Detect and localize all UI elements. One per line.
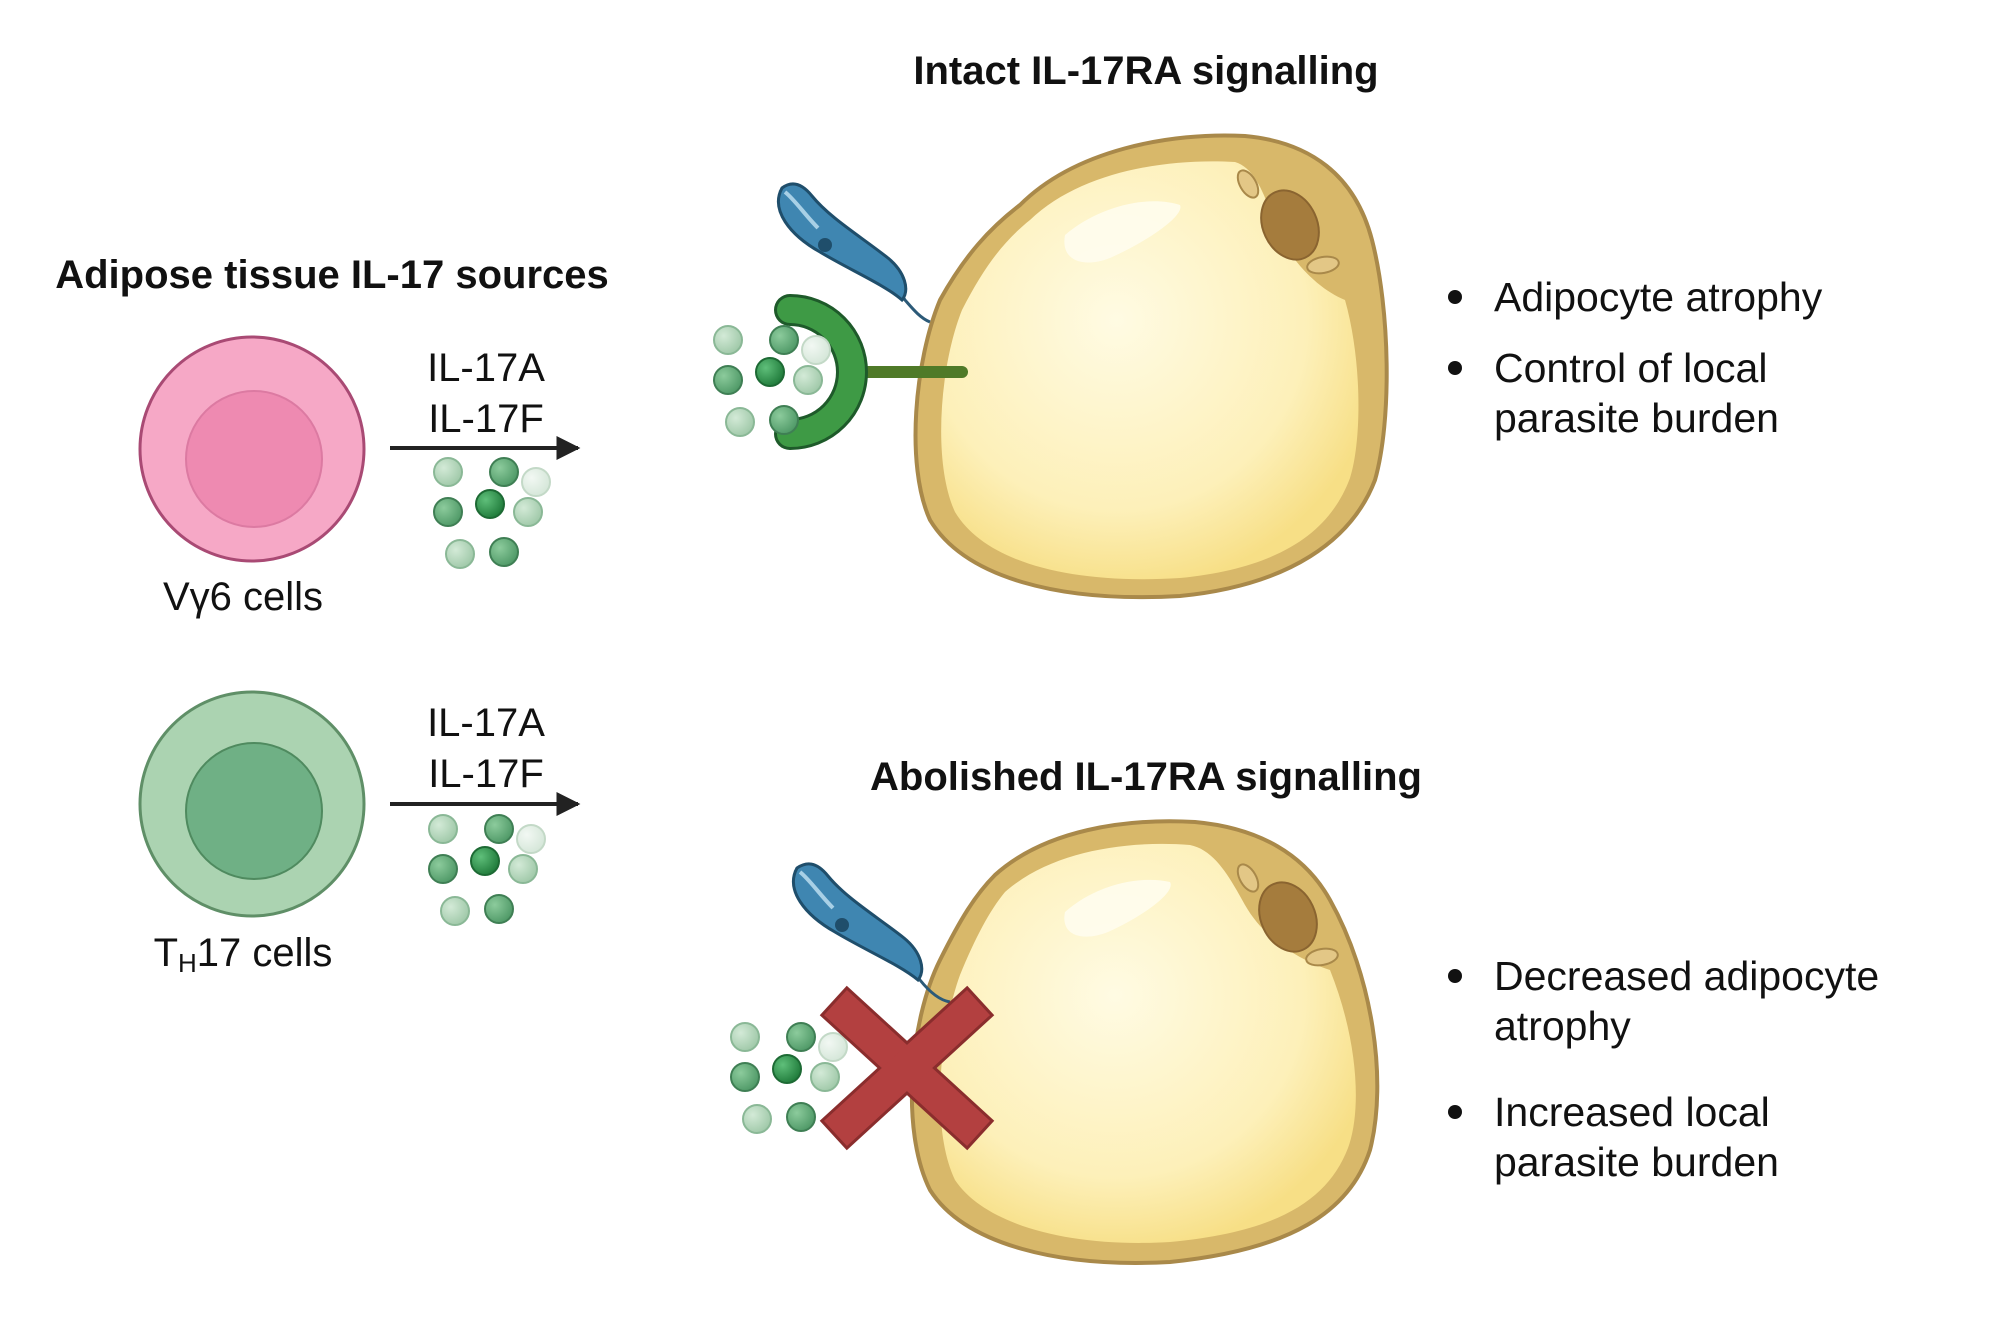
cytokine-bead: [769, 325, 799, 355]
cytokine-cluster-top: [433, 457, 551, 569]
cytokine-bead: [772, 1054, 802, 1084]
th17-cell-label: TH17 cells: [154, 931, 333, 978]
abolished-outcome-1-line-1: Decreased adipocyte: [1494, 953, 1879, 999]
vg6-cell-nucleus: [185, 390, 323, 528]
intact-bullet-2: [1448, 361, 1462, 375]
cytokine-bead: [513, 497, 543, 527]
parasite-abolished: [791, 862, 951, 1004]
cytokine-bead: [786, 1102, 816, 1132]
cytokine-bead: [440, 896, 470, 926]
abolished-bullet-1: [1448, 969, 1462, 983]
cytokine-bead: [742, 1104, 772, 1134]
cytokine-bead: [489, 537, 519, 567]
adipocyte-abolished-lipid-droplet: [940, 843, 1356, 1243]
vg6-cell: [138, 335, 366, 563]
cytokine-bead: [470, 846, 500, 876]
parasite-intact: [776, 182, 931, 324]
cytokine-bead: [508, 854, 538, 884]
cytokine-bead: [516, 824, 546, 854]
cytokine-label-il17a-bottom: IL-17A: [427, 701, 545, 745]
adipocyte-intact-nucleus: [1260, 189, 1320, 261]
adipocyte-intact-highlight: [1064, 201, 1181, 263]
intact-outcome-1-line-1: Adipocyte atrophy: [1494, 274, 1823, 320]
intact-outcome-2-line-2: parasite burden: [1494, 395, 1779, 441]
cytokine-bead: [713, 325, 743, 355]
abolished-outcome-2-line-1: Increased local: [1494, 1089, 1770, 1135]
cytokine-bead: [793, 365, 823, 395]
abolished-outcomes: Decreased adipocyte atrophy Increased lo…: [1448, 953, 1879, 1185]
adipocyte-intact-lipid-droplet: [941, 161, 1359, 580]
cytokine-label-il17f-bottom: IL-17F: [428, 752, 544, 796]
abolished-panel-title: Abolished IL-17RA signalling: [870, 755, 1422, 799]
cytokine-bead: [769, 405, 799, 435]
cytokine-bead: [521, 467, 551, 497]
cytokine-bead: [730, 1022, 760, 1052]
parasite-intact-body: [776, 182, 908, 303]
cytokine-bead: [433, 457, 463, 487]
th17-cell-nucleus: [185, 742, 323, 880]
cytokine-bead: [725, 407, 755, 437]
parasite-abolished-undulating-membrane: [798, 870, 835, 910]
cytokine-cluster-receptor: [713, 325, 831, 437]
blocked-signalling-cross-icon: [819, 985, 995, 1151]
cytokine-bead: [484, 814, 514, 844]
th17-label-suffix: 17 cells: [197, 931, 333, 975]
adipocyte-abolished-nucleus: [1258, 881, 1318, 953]
cytokine-cluster-blocked: [730, 1022, 848, 1134]
cytokine-bead: [730, 1062, 760, 1092]
intact-outcomes: Adipocyte atrophy Control of local paras…: [1448, 274, 1823, 441]
adipocyte-abolished-highlight: [1064, 879, 1171, 937]
cytokine-bead: [428, 854, 458, 884]
parasite-abolished-nucleus: [835, 918, 849, 932]
abolished-bullet-2: [1448, 1105, 1462, 1119]
cytokine-bead: [713, 365, 743, 395]
sources-title: Adipose tissue IL-17 sources: [55, 253, 609, 297]
cytokine-cluster-bottom: [428, 814, 546, 926]
adipocyte-abolished: [909, 819, 1380, 1265]
cytokine-bead: [484, 894, 514, 924]
cytokine-bead: [475, 489, 505, 519]
cytokine-bead: [818, 1032, 848, 1062]
adipocyte-abolished-mitochondrion-2: [1305, 947, 1339, 967]
intact-outcome-2-line-1: Control of local: [1494, 345, 1767, 391]
abolished-outcome-2-line-2: parasite burden: [1494, 1139, 1779, 1185]
cytokine-bead: [433, 497, 463, 527]
parasite-abolished-body: [791, 862, 924, 983]
cytokine-bead: [428, 814, 458, 844]
il17ra-receptor-binding-domain: [777, 297, 865, 447]
parasite-intact-nucleus: [818, 238, 832, 252]
cytokine-bead: [786, 1022, 816, 1052]
th17-label-prefix: T: [154, 931, 178, 975]
adipocyte-abolished-mitochondrion-1: [1236, 863, 1260, 893]
il17ra-receptor: [774, 294, 968, 450]
vg6-cell-label: Vγ6 cells: [163, 575, 323, 619]
parasite-intact-undulating-membrane: [783, 190, 820, 230]
cytokine-bead: [489, 457, 519, 487]
cytokine-bead: [801, 335, 831, 365]
intact-bullet-1: [1448, 290, 1462, 304]
cytokine-bead: [810, 1062, 840, 1092]
adipocyte-intact-mitochondrion-2: [1306, 255, 1340, 275]
cytokine-label-il17f-top: IL-17F: [428, 397, 544, 441]
th17-label-subscript: H: [178, 948, 197, 978]
adipocyte-intact: [913, 133, 1389, 600]
adipocyte-intact-mitochondrion-1: [1236, 169, 1260, 199]
cytokine-bead: [755, 357, 785, 387]
th17-cell: [138, 690, 366, 918]
intact-panel-title: Intact IL-17RA signalling: [913, 49, 1378, 93]
cytokine-label-il17a-top: IL-17A: [427, 346, 545, 390]
abolished-outcome-1-line-2: atrophy: [1494, 1003, 1631, 1049]
cytokine-bead: [445, 539, 475, 569]
